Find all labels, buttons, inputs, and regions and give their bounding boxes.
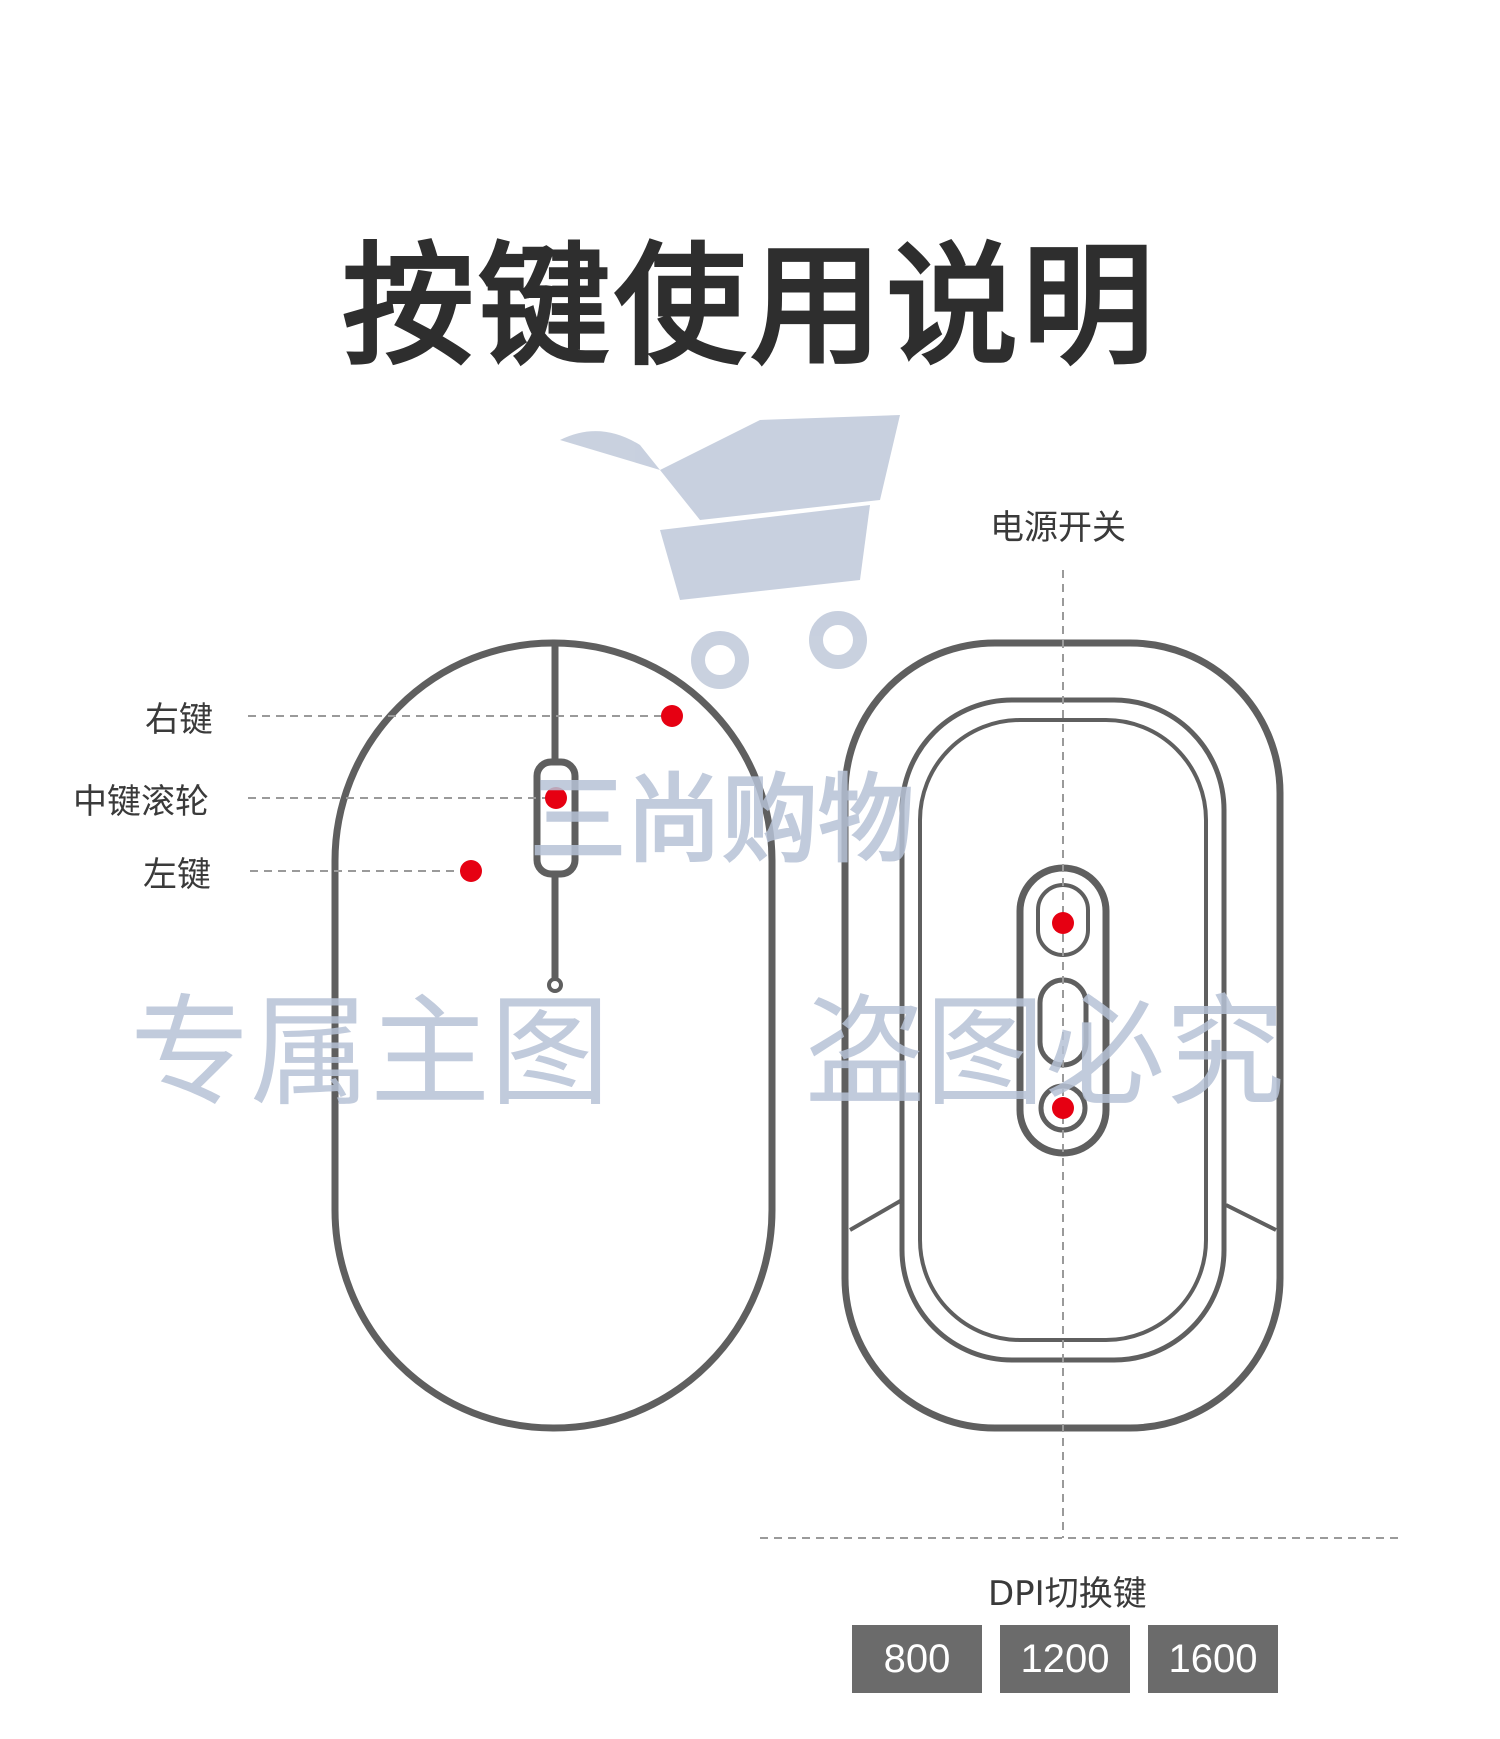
label-dpi-switch: DPI切换键 — [988, 1574, 1147, 1614]
cart-logo-watermark — [560, 415, 900, 689]
page-title: 按键使用说明 — [342, 230, 1158, 384]
label-power-switch: 电源开关 — [990, 508, 1126, 548]
right-button-marker — [661, 705, 683, 727]
mouse-top-view — [331, 639, 776, 1432]
middle-wheel-marker — [545, 787, 567, 809]
watermark-right: 盗图必究 — [805, 984, 1285, 1123]
watermark-left: 专属主图 — [130, 984, 610, 1123]
dpi-option-800: 800 — [852, 1625, 982, 1693]
leader-lines — [248, 570, 1400, 1539]
label-middle-wheel: 中键滚轮 — [73, 782, 209, 822]
dpi-switch-marker — [1052, 1097, 1074, 1119]
watermark-shop-name: 三尚购物 — [530, 764, 914, 876]
button-markers — [460, 705, 1074, 1119]
label-right-button: 右键 — [145, 700, 213, 740]
left-button-marker — [460, 860, 482, 882]
dpi-option-1200: 1200 — [1000, 1625, 1130, 1693]
power-switch-marker — [1052, 912, 1074, 934]
label-left-button: 左键 — [143, 855, 211, 895]
dpi-option-1600: 1600 — [1148, 1625, 1278, 1693]
